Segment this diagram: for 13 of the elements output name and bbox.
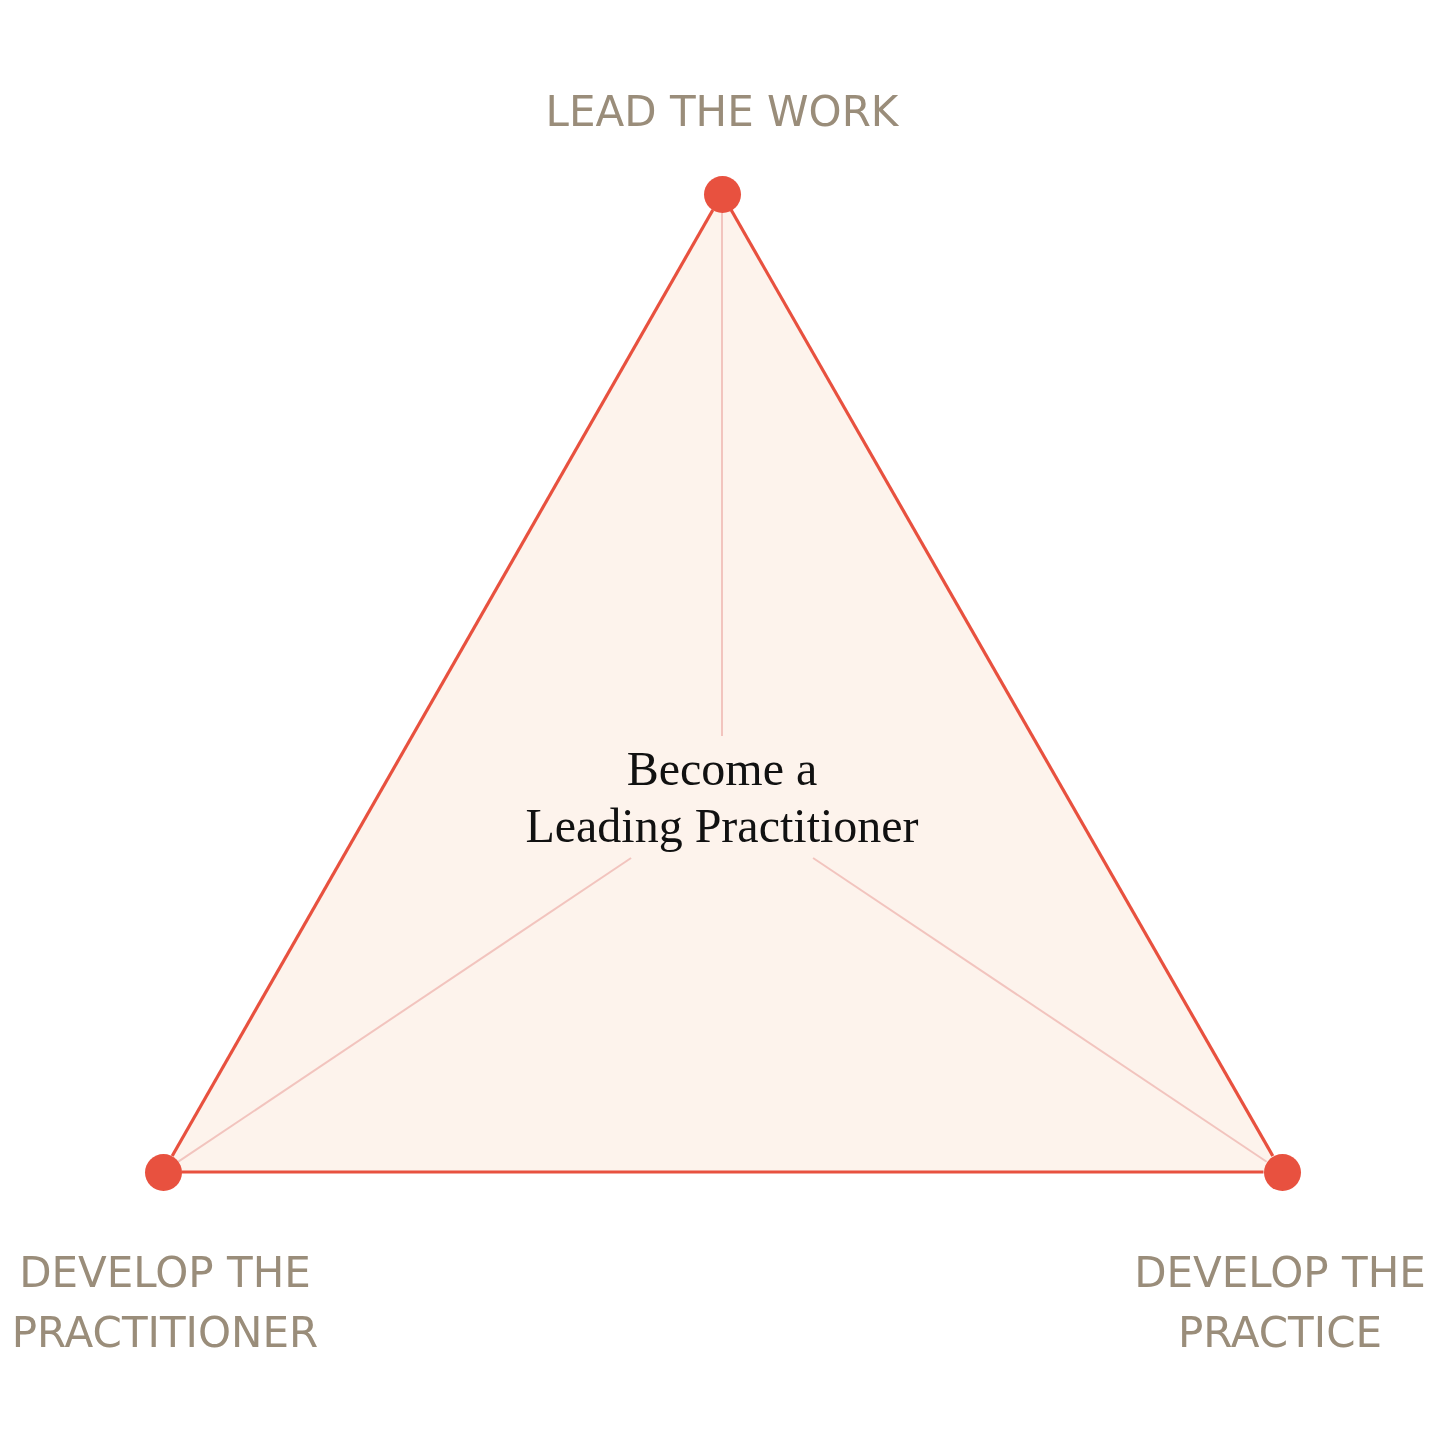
vertex-label: DEVELOP THE PRACTITIONER (10, 1247, 320, 1359)
connector-line (721, 211, 723, 737)
connector-line (170, 209, 715, 1157)
center-label: Become a Leading Practitioner (525, 740, 919, 854)
vertex-dot (1263, 1153, 1301, 1191)
vertex-dot (144, 1153, 182, 1191)
vertex-label: LEAD THE WORK (544, 86, 900, 138)
connector-line (177, 857, 633, 1163)
vertex-label: DEVELOP THE PRACTICE (1133, 1247, 1427, 1359)
vertex-dot (703, 175, 741, 213)
connector-line (181, 1170, 1264, 1174)
connector-line (812, 857, 1268, 1163)
connector-line (729, 209, 1275, 1157)
